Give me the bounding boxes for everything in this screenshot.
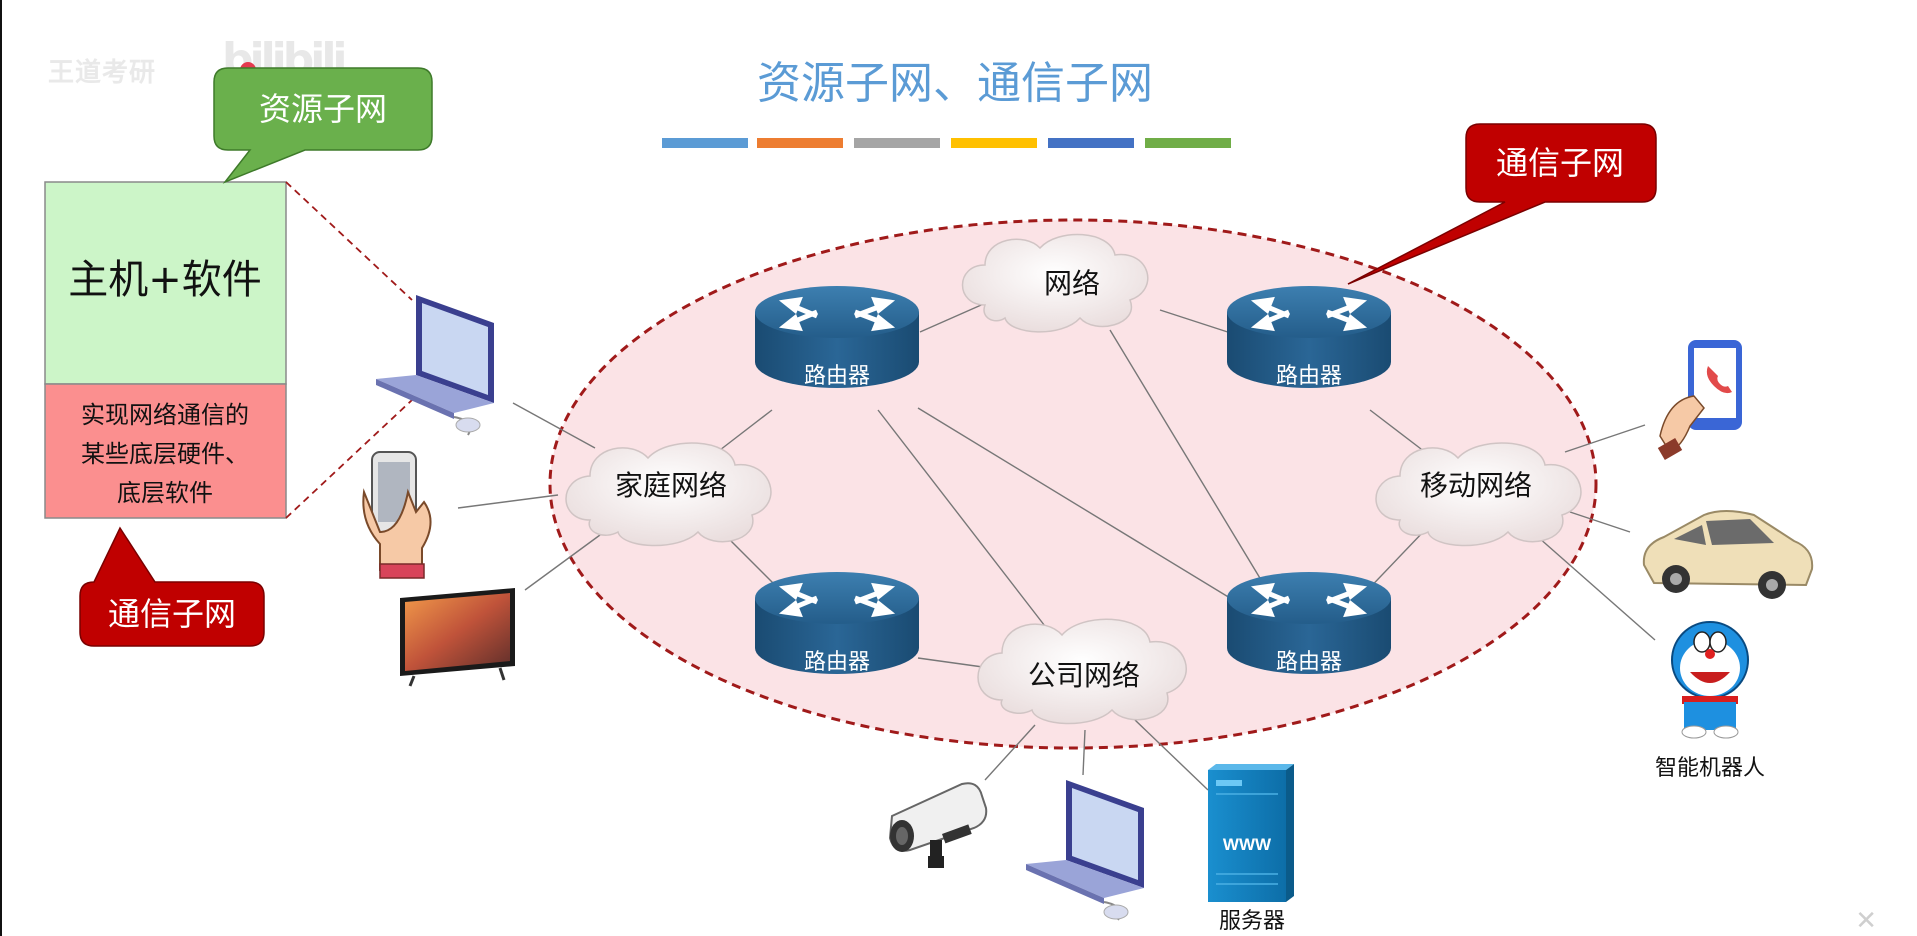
phone-call-icon bbox=[1657, 340, 1742, 461]
server-label: 服务器 bbox=[1219, 909, 1285, 934]
title-bar-segment bbox=[662, 138, 748, 148]
robot-label: 智能机器人 bbox=[1655, 756, 1765, 781]
low-layer-line-2: 某些底层硬件、 bbox=[81, 440, 249, 468]
router-label: 路由器 bbox=[1276, 650, 1342, 675]
router-label: 路由器 bbox=[1276, 364, 1342, 389]
title-bar-segment bbox=[854, 138, 940, 148]
laptop-icon bbox=[1026, 780, 1144, 921]
watermark-text: 王道考研 bbox=[48, 58, 157, 88]
router-icon: 路由器 bbox=[755, 572, 919, 675]
cloud-label: 家庭网络 bbox=[615, 469, 727, 502]
zoom-line bbox=[285, 181, 413, 301]
title-bar-segment bbox=[951, 138, 1037, 148]
corner-decoration-icon: ✕ bbox=[1855, 906, 1877, 936]
comm-subnet-label-right: 通信子网 bbox=[1496, 144, 1624, 182]
comm-subnet-callout-left: 通信子网 bbox=[79, 526, 265, 647]
resource-subnet-callout: 资源子网 bbox=[213, 67, 433, 184]
low-layer-line-3: 底层软件 bbox=[117, 479, 213, 507]
robot-icon bbox=[1671, 621, 1749, 739]
laptop-icon bbox=[376, 295, 494, 436]
host-software-label: 主机+软件 bbox=[68, 257, 262, 303]
comm-subnet-label-left: 通信子网 bbox=[108, 595, 236, 633]
tv-icon bbox=[400, 588, 515, 687]
car-icon bbox=[1642, 510, 1814, 599]
cloud-label: 网络 bbox=[1044, 267, 1100, 300]
cloud-home-network: 家庭网络 bbox=[565, 442, 772, 547]
cloud-company-network: 公司网络 bbox=[977, 618, 1187, 725]
host-software-section bbox=[44, 181, 287, 385]
low-layer-line-1: 实现网络通信的 bbox=[81, 401, 249, 429]
router-icon: 路由器 bbox=[755, 286, 919, 389]
hand-phone-icon bbox=[362, 451, 432, 579]
low-layer-section bbox=[44, 383, 287, 519]
host-box: 主机+软件 实现网络通信的 某些底层硬件、 底层软件 bbox=[44, 181, 287, 519]
title-bar-segment bbox=[1145, 138, 1231, 148]
router-icon: 路由器 bbox=[1227, 286, 1391, 389]
comm-subnet-callout-right: 通信子网 bbox=[1347, 123, 1657, 285]
title-bar-segment bbox=[757, 138, 843, 148]
router-label: 路由器 bbox=[804, 364, 870, 389]
server-icon: WWW bbox=[1208, 764, 1294, 902]
cloud-network: 网络 bbox=[961, 233, 1149, 333]
left-edge-line bbox=[0, 0, 2, 936]
title-bar-segment bbox=[1048, 138, 1134, 148]
server-www-label: WWW bbox=[1223, 835, 1272, 854]
network-links bbox=[457, 301, 1656, 791]
cloud-label: 公司网络 bbox=[1028, 659, 1140, 692]
router-label: 路由器 bbox=[804, 650, 870, 675]
page-title: 资源子网、通信子网 bbox=[757, 59, 1153, 108]
resource-subnet-label: 资源子网 bbox=[259, 90, 387, 128]
security-camera-icon bbox=[888, 782, 988, 868]
cloud-mobile-network: 移动网络 bbox=[1375, 442, 1582, 547]
router-icon: 路由器 bbox=[1227, 572, 1391, 675]
title-color-bar bbox=[662, 138, 1231, 148]
zoom-line bbox=[285, 399, 413, 519]
cloud-label: 移动网络 bbox=[1420, 469, 1532, 502]
